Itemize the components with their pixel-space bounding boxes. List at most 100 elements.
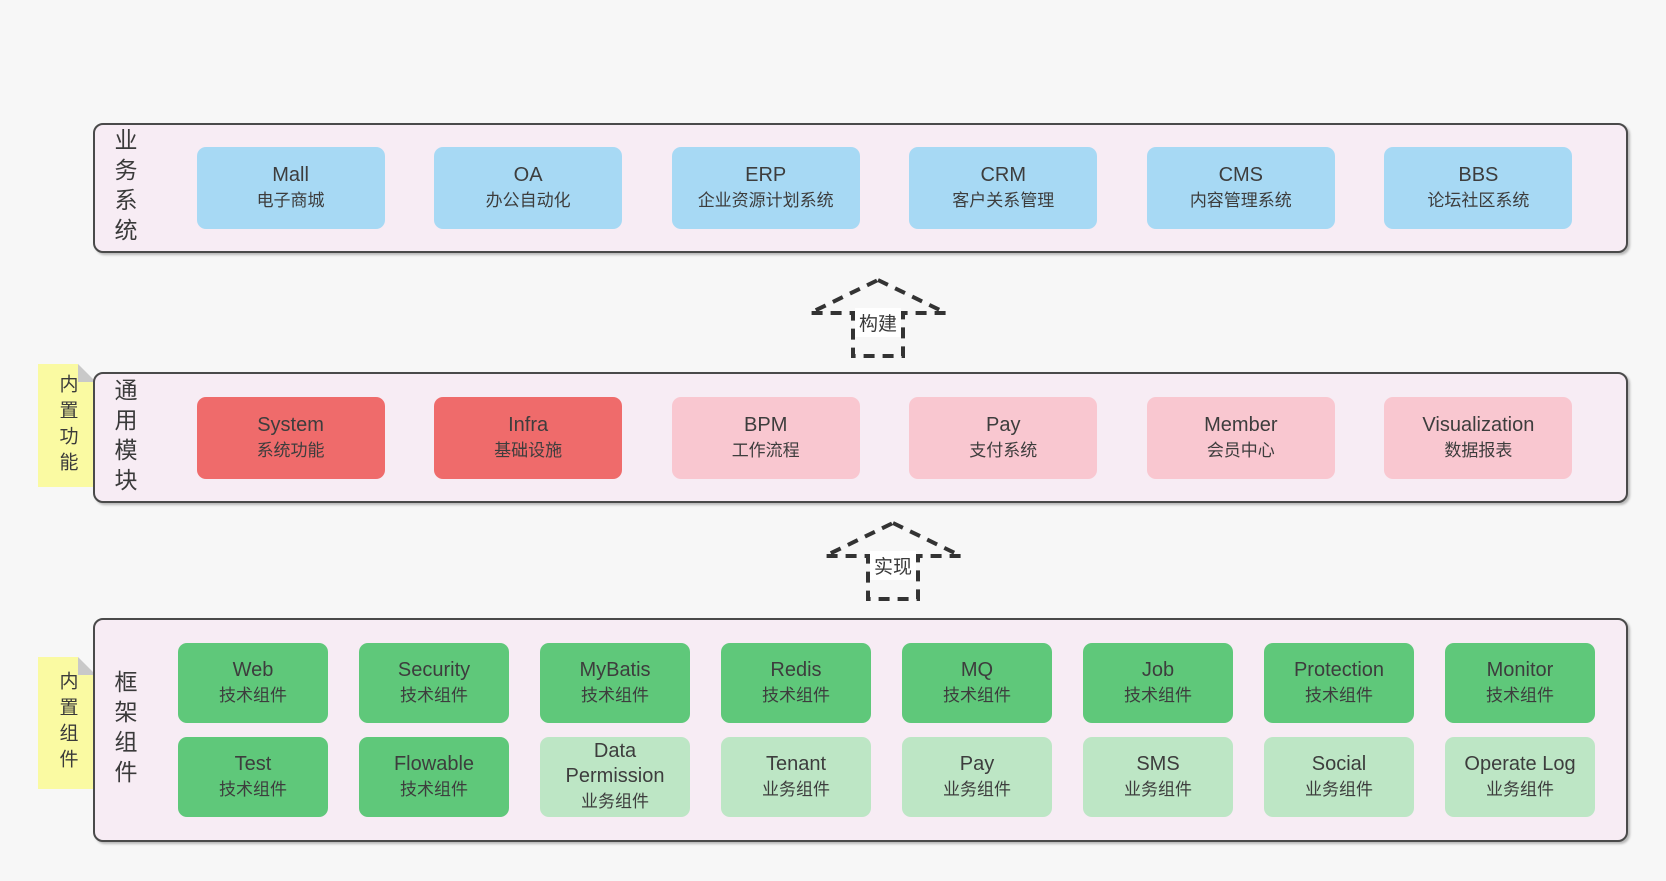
box-mall: Mall 电子商城: [196, 147, 385, 229]
arrow-label: 实现: [869, 551, 917, 580]
box-test: Test 技术组件: [178, 736, 328, 817]
box-system: System 系统功能: [196, 396, 385, 479]
box-mybatis: MyBatis 技术组件: [540, 643, 690, 724]
box-tenant: Tenant 业务组件: [721, 736, 871, 817]
box-title: Pay: [959, 752, 995, 775]
box-subtitle: 支付系统: [969, 440, 1038, 460]
box-title: Mall: [272, 164, 309, 186]
box-crm: CRM 客户关系管理: [909, 147, 1098, 229]
box-subtitle: 技术组件: [400, 686, 468, 706]
box-pay-module: Pay 支付系统: [909, 396, 1098, 479]
box-title: Test: [234, 752, 272, 775]
box-job: Job 技术组件: [1083, 643, 1233, 724]
box-flowable: Flowable 技术组件: [359, 736, 509, 817]
box-web: Web 技术组件: [178, 643, 328, 724]
box-infra: Infra 基础设施: [434, 396, 623, 479]
sticky-note-builtin-features: 内置功能: [38, 364, 96, 487]
box-subtitle: 技术组件: [219, 686, 287, 706]
box-title: Data Permission: [565, 740, 665, 788]
box-subtitle: 数据报表: [1444, 440, 1513, 460]
box-title: SMS: [1136, 752, 1180, 775]
box-title: CMS: [1218, 164, 1264, 186]
box-title: Job: [1141, 659, 1175, 682]
box-title: Visualization: [1422, 413, 1535, 436]
box-subtitle: 技术组件: [400, 779, 468, 799]
business-boxes-row: Mall 电子商城 OA 办公自动化 ERP 企业资源计划系统 CRM 客户关系…: [147, 125, 1626, 251]
box-erp: ERP 企业资源计划系统: [671, 147, 860, 229]
box-subtitle: 企业资源计划系统: [697, 191, 834, 210]
panel-business-systems: 业务系统 Mall 电子商城 OA 办公自动化 ERP 企业资源计划系统 CRM…: [93, 123, 1628, 253]
box-title: MyBatis: [579, 659, 651, 682]
box-cms: CMS 内容管理系统: [1146, 147, 1335, 229]
box-title: Operate Log: [1464, 752, 1576, 775]
panel-framework-components: 框架组件 Web 技术组件 Security 技术组件 MyBatis 技术组件…: [93, 618, 1628, 842]
box-title: CRM: [980, 164, 1027, 186]
box-title: OA: [513, 164, 543, 186]
module-boxes-row: System 系统功能 Infra 基础设施 BPM 工作流程 Pay 支付系统…: [147, 374, 1626, 501]
box-subtitle: 工作流程: [731, 440, 800, 460]
box-subtitle: 电子商城: [256, 191, 325, 210]
panel-common-modules: 通用模块 System 系统功能 Infra 基础设施 BPM 工作流程 Pay…: [93, 372, 1628, 503]
box-title: Web: [232, 659, 274, 682]
box-subtitle: 基础设施: [494, 440, 563, 460]
box-title: Redis: [770, 659, 822, 682]
box-subtitle: 业务组件: [762, 779, 830, 799]
box-redis: Redis 技术组件: [721, 643, 871, 724]
box-title: Monitor: [1486, 659, 1554, 682]
box-protection: Protection 技术组件: [1264, 643, 1414, 724]
box-subtitle: 技术组件: [581, 686, 649, 706]
sticky-note-text: 内置功能: [56, 373, 78, 478]
box-pay-component: Pay 业务组件: [902, 736, 1052, 817]
box-subtitle: 业务组件: [943, 779, 1011, 799]
box-sms: SMS 业务组件: [1083, 736, 1233, 817]
box-subtitle: 技术组件: [1305, 686, 1373, 706]
box-subtitle: 办公自动化: [485, 191, 571, 210]
arrow-build: 构建: [808, 276, 948, 360]
box-mq: MQ 技术组件: [902, 643, 1052, 724]
panel-vertical-label: 通用模块: [111, 377, 137, 498]
box-bpm: BPM 工作流程: [671, 396, 860, 479]
box-subtitle: 系统功能: [256, 440, 325, 460]
box-visualization: Visualization 数据报表: [1384, 396, 1573, 479]
box-title: BPM: [744, 413, 788, 436]
panel-vertical-label: 业务系统: [111, 128, 137, 248]
box-subtitle: 业务组件: [581, 792, 649, 812]
box-subtitle: 客户关系管理: [952, 191, 1055, 210]
box-title: Flowable: [393, 752, 475, 775]
box-subtitle: 业务组件: [1486, 779, 1554, 799]
component-row-1: Web 技术组件 Security 技术组件 MyBatis 技术组件 Redi…: [147, 643, 1626, 724]
component-rows: Web 技术组件 Security 技术组件 MyBatis 技术组件 Redi…: [147, 620, 1626, 840]
box-subtitle: 会员中心: [1206, 440, 1275, 460]
dashed-up-arrow-icon: [809, 277, 947, 358]
box-monitor: Monitor 技术组件: [1445, 643, 1595, 724]
box-title: MQ: [960, 659, 994, 682]
box-subtitle: 业务组件: [1305, 779, 1373, 799]
box-subtitle: 业务组件: [1124, 779, 1192, 799]
sticky-note-builtin-components: 内置组件: [38, 657, 96, 789]
box-subtitle: 论坛社区系统: [1427, 191, 1530, 210]
box-data-permission: Data Permission 业务组件: [540, 736, 690, 817]
box-subtitle: 技术组件: [1124, 686, 1192, 706]
box-bbs: BBS 论坛社区系统: [1384, 147, 1573, 229]
box-security: Security 技术组件: [359, 643, 509, 724]
box-subtitle: 技术组件: [943, 686, 1011, 706]
box-title: Pay: [986, 413, 1021, 436]
box-title: Infra: [508, 413, 549, 436]
box-title: Tenant: [765, 752, 827, 775]
box-oa: OA 办公自动化: [434, 147, 623, 229]
box-title: BBS: [1458, 164, 1499, 186]
box-title: Social: [1311, 752, 1367, 775]
box-subtitle: 内容管理系统: [1189, 191, 1292, 210]
box-subtitle: 技术组件: [762, 686, 830, 706]
arrow-label: 构建: [854, 308, 902, 337]
box-title: System: [257, 413, 324, 436]
sticky-note-text: 内置组件: [56, 671, 78, 775]
component-row-2: Test 技术组件 Flowable 技术组件 Data Permission …: [147, 736, 1626, 817]
box-title: Member: [1204, 413, 1278, 436]
box-operate-log: Operate Log 业务组件: [1445, 736, 1595, 817]
dashed-up-arrow-icon: [824, 520, 962, 601]
box-social: Social 业务组件: [1264, 736, 1414, 817]
box-title: Protection: [1293, 659, 1385, 682]
box-member: Member 会员中心: [1146, 396, 1335, 479]
